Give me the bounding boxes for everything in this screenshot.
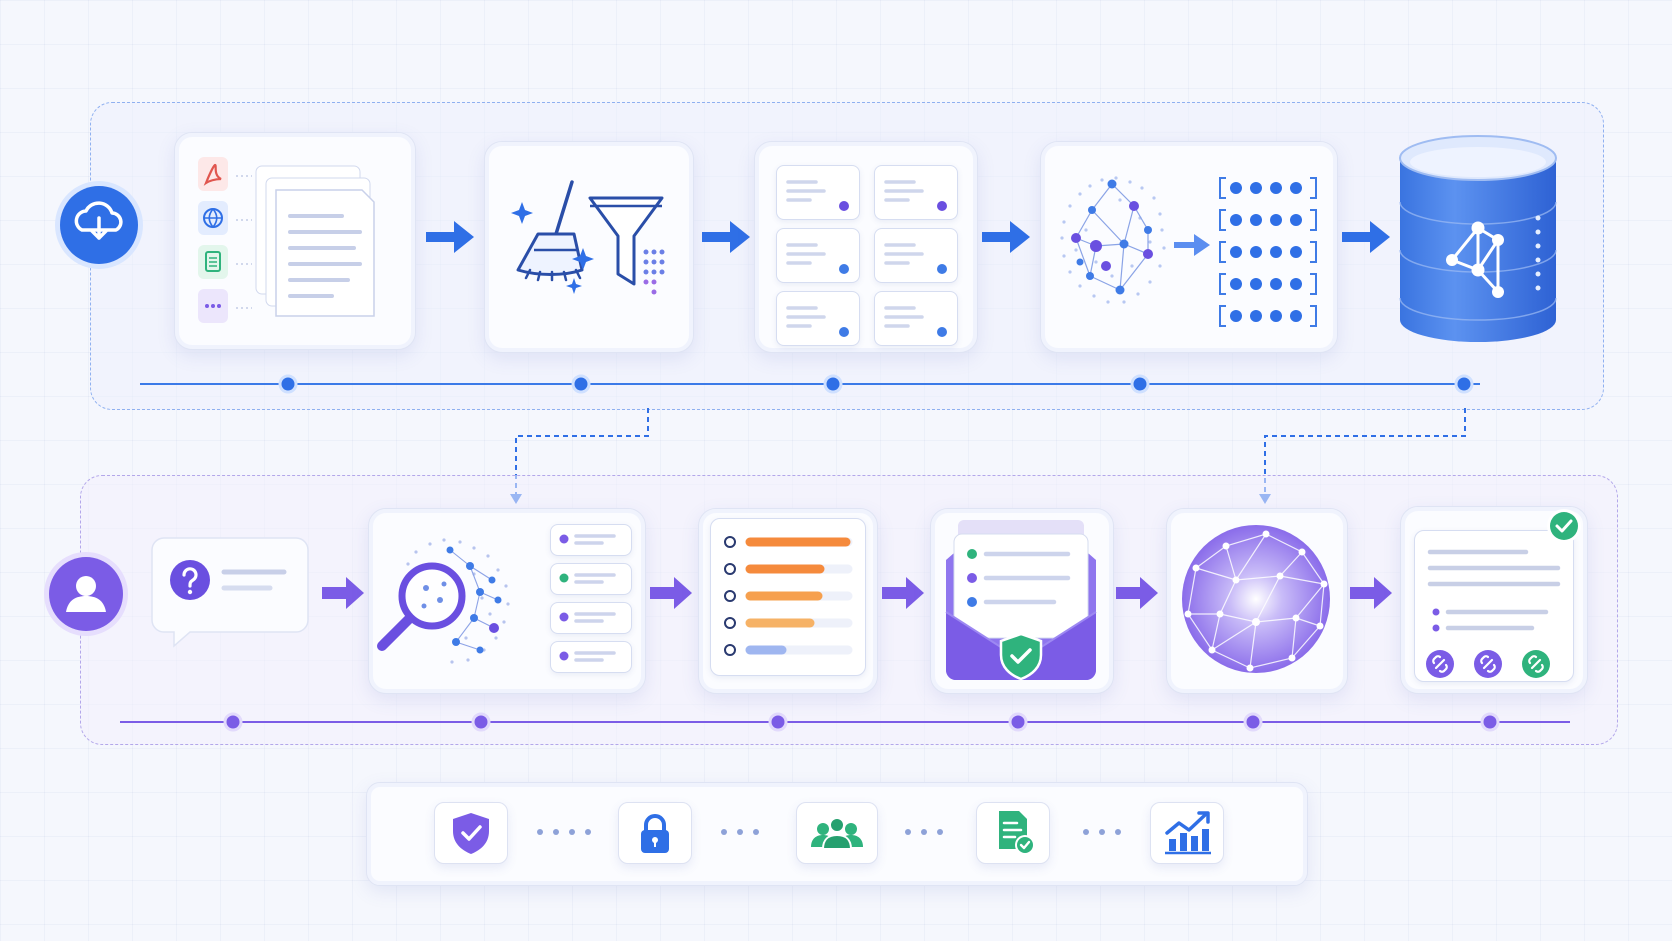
lock-tile	[618, 802, 692, 864]
point-cloud-icon	[1060, 176, 1166, 304]
flow-arrow	[322, 577, 364, 609]
timeline-node	[1130, 374, 1150, 394]
timeline-node	[1243, 712, 1263, 732]
compliance-document-icon	[999, 811, 1035, 855]
ingestion-timeline	[140, 374, 1480, 394]
knowledge-sphere-icon	[1182, 525, 1330, 673]
flow-arrow	[1350, 577, 1392, 609]
user-icon	[44, 552, 128, 636]
timeline-node	[571, 374, 591, 394]
flow-arrow	[1116, 577, 1158, 609]
vector-array-icon	[1219, 177, 1317, 327]
flow-arrow	[1174, 234, 1210, 256]
stacked-documents-icon	[236, 165, 375, 317]
timeline-node	[471, 712, 491, 732]
compliance-tile	[976, 802, 1050, 864]
shield-check-icon	[453, 813, 489, 854]
retrieval-search-icon	[377, 538, 510, 664]
retrieved-list-lines	[559, 534, 616, 662]
dotted-separator	[1083, 829, 1121, 835]
other-file-icon	[198, 289, 228, 323]
query-timeline	[120, 712, 1570, 732]
envelope-icon	[945, 520, 1097, 681]
timeline-node	[1008, 712, 1028, 732]
pdf-file-icon	[198, 157, 228, 191]
timeline-node	[1480, 712, 1500, 732]
shield-tile	[434, 802, 508, 864]
chunk-lines	[786, 180, 947, 337]
database-icon	[1399, 135, 1557, 342]
cleaning-icons	[511, 180, 665, 295]
ranked-bars-icon	[724, 536, 853, 656]
growth-chart-icon	[1165, 811, 1211, 855]
flow-arrow	[702, 221, 750, 253]
timeline-node	[1454, 374, 1474, 394]
lock-icon	[641, 814, 669, 853]
broom-icon	[516, 180, 584, 282]
timeline-node	[223, 712, 243, 732]
answer-content	[1426, 509, 1581, 678]
cleaning-card	[484, 141, 694, 353]
growth-tile	[1150, 802, 1224, 864]
link-icon	[1426, 650, 1550, 678]
sparkle-icon	[511, 202, 594, 294]
dotted-separator	[537, 829, 591, 835]
web-globe-icon	[198, 201, 228, 235]
source-icons	[198, 157, 228, 323]
dotted-separator	[905, 829, 943, 835]
spreadsheet-file-icon	[198, 245, 228, 279]
timeline-node	[823, 374, 843, 394]
cloud-download-icon	[55, 181, 143, 269]
timeline-node	[278, 374, 298, 394]
check-badge-icon	[1547, 509, 1581, 543]
dotted-separator	[721, 829, 759, 835]
question-bubble-icon	[151, 537, 309, 648]
funnel-icon	[588, 196, 664, 286]
retrieved-list-icon	[550, 641, 632, 673]
flow-arrow	[882, 577, 924, 609]
flow-arrow	[650, 577, 692, 609]
users-icon	[811, 817, 863, 850]
users-tile	[796, 802, 878, 864]
point-cloud-icon	[406, 538, 510, 664]
shield-check-icon	[999, 632, 1043, 681]
flow-arrow	[982, 221, 1030, 253]
magnifier-icon	[377, 562, 466, 651]
timeline-node	[768, 712, 788, 732]
flow-arrow	[426, 221, 474, 253]
flow-arrow	[1342, 221, 1390, 253]
